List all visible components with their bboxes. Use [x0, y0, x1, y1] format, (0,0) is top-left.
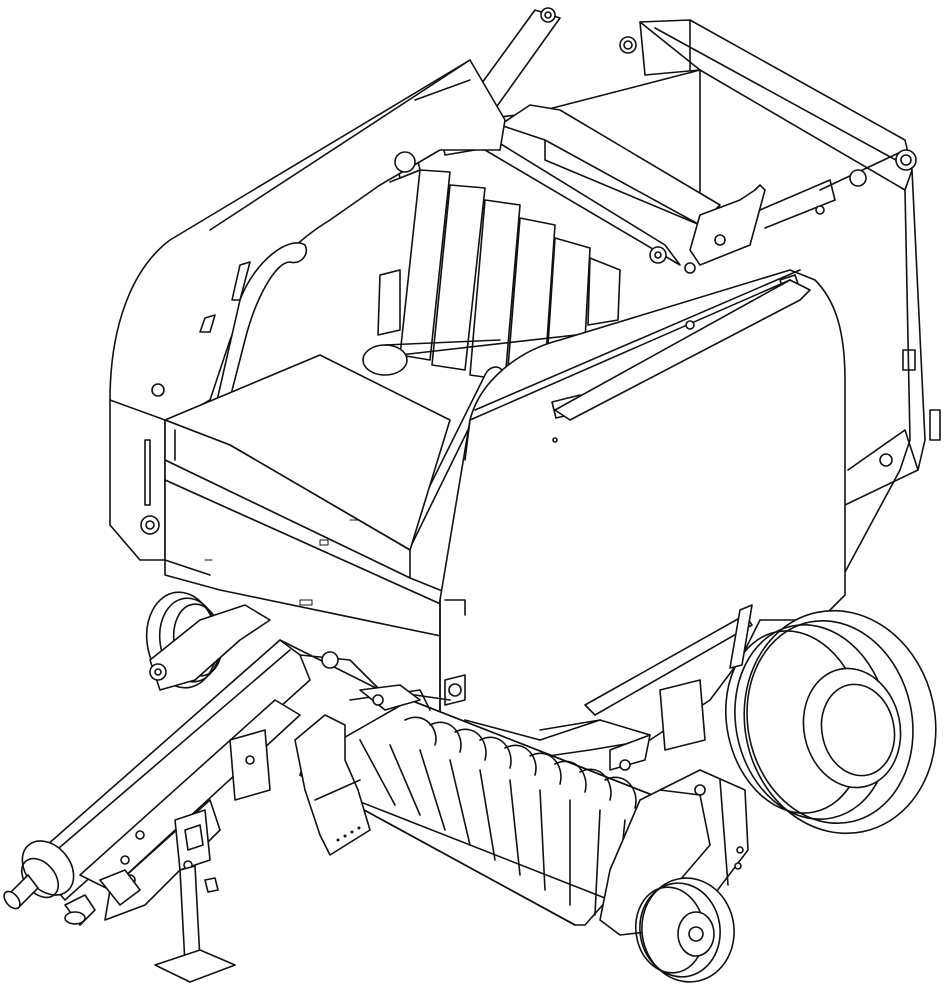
underside: [279, 639, 651, 741]
pickup-reel: [299, 689, 666, 926]
left-pickup-shield: [294, 714, 371, 856]
main-wheel: [724, 609, 937, 835]
axle-tie-rod: [539, 604, 753, 771]
pto-driveline: [3, 840, 96, 926]
belts: [362, 147, 621, 381]
right-gauge-wheel: [635, 877, 735, 983]
hitch-clevis: [99, 869, 141, 906]
hood-top: [164, 354, 451, 579]
left-side-shield: [109, 59, 506, 561]
top-guard: [554, 184, 811, 421]
jack-stand: [154, 809, 236, 983]
left-gauge-wheel: [145, 591, 271, 691]
